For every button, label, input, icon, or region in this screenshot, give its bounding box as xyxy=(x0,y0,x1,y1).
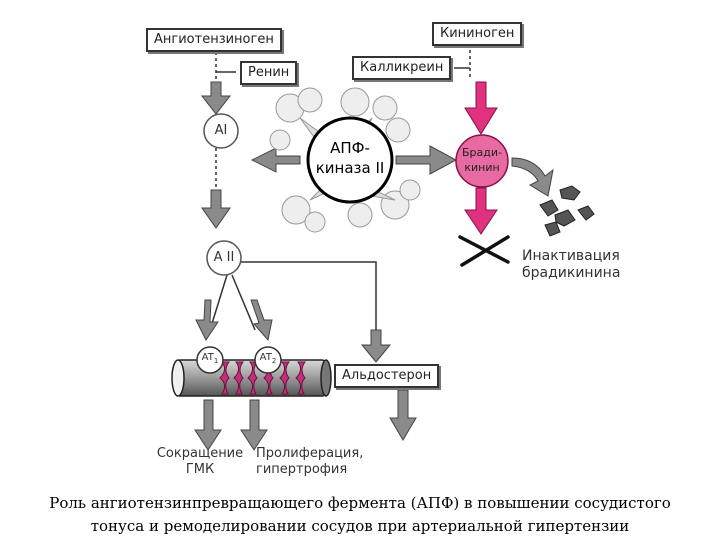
magenta-arrows xyxy=(464,81,498,235)
contraction-line2: ГМК xyxy=(185,462,215,477)
block-cross-icon xyxy=(458,235,510,267)
contraction-label: Сокращение ГМК xyxy=(150,446,250,478)
at1-circle xyxy=(196,346,224,374)
inactivation-line1: Инактивация xyxy=(522,248,620,264)
aldosterone-label: Альдостерон xyxy=(342,368,432,383)
ace-circle xyxy=(306,116,394,204)
proliferation-line1: Пролиферация, xyxy=(256,446,364,461)
arrow-a1-to-a2 xyxy=(201,189,231,229)
a2-label: A II xyxy=(213,250,235,265)
contraction-line1: Сокращение xyxy=(156,446,244,461)
kallikrein-box: Калликреин xyxy=(352,56,452,80)
at1-prefix: AT xyxy=(201,352,214,363)
arrow-to-bradykinin xyxy=(464,81,498,135)
at2-prefix: AT xyxy=(259,352,272,363)
at2-circle xyxy=(254,346,282,374)
arrow-to-at2 xyxy=(250,299,273,342)
fragments-icon xyxy=(539,185,595,237)
ace-label: АПФ- киназа II xyxy=(308,138,392,178)
inactivation-label: Инактивация брадикинина xyxy=(522,248,620,282)
renin-label: Ренин xyxy=(248,65,290,80)
angiotensinogen-box: Ангиотензиноген xyxy=(146,28,282,52)
figure-caption: Роль ангиотензинпревращающего фермента (… xyxy=(40,492,680,538)
ace-label-line1: АПФ- xyxy=(330,139,370,157)
vessel-illustration xyxy=(171,359,332,397)
renin-box: Ренин xyxy=(240,61,298,85)
at2-subscript: 2 xyxy=(271,357,277,365)
arrow-bradykinin-down xyxy=(464,187,498,235)
bradykinin-circle xyxy=(455,134,509,188)
aldosterone-box: Альдостерон xyxy=(334,364,440,388)
bradykinin-label: Бради- кинин xyxy=(458,145,506,175)
gray-arrows xyxy=(194,81,554,451)
kininogen-label: Кининоген xyxy=(440,26,515,41)
ace-cloud xyxy=(269,87,421,233)
angiotensinogen-label: Ангиотензиноген xyxy=(154,32,274,47)
proliferation-label: Пролиферация, гипертрофия xyxy=(256,446,363,478)
arrow-ace-right xyxy=(395,145,458,175)
arrow-ace-left xyxy=(250,147,301,173)
kininogen-box: Кининоген xyxy=(432,22,523,46)
at2-label: AT2 xyxy=(255,352,281,365)
arrow-to-a1 xyxy=(200,81,232,115)
inactivation-line2: брадикинина xyxy=(522,265,621,281)
arrow-bradykinin-to-inactivation xyxy=(511,157,554,197)
bradykinin-label-line1: Бради- xyxy=(462,146,502,159)
proliferation-line2: гипертрофия xyxy=(256,462,348,477)
caption-line1: Роль ангиотензинпревращающего фермента (… xyxy=(49,494,671,512)
caption-line2: тонуса и ремоделировании сосудов при арт… xyxy=(90,517,630,535)
connector-lines xyxy=(209,44,471,345)
arrow-to-at1 xyxy=(195,299,219,341)
a2-circle xyxy=(206,240,242,276)
a1-circle xyxy=(203,113,239,149)
a1-label: AI xyxy=(214,123,228,138)
arrow-to-aldosterone xyxy=(360,329,392,363)
at1-subscript: 1 xyxy=(213,357,219,365)
kallikrein-label: Калликреин xyxy=(360,60,444,75)
arrow-at2-down xyxy=(240,399,268,451)
bradykinin-label-line2: кинин xyxy=(464,161,500,174)
at1-label: AT1 xyxy=(197,352,223,365)
arrow-at1-down xyxy=(194,399,222,451)
ace-label-line2: киназа II xyxy=(315,159,385,177)
arrow-aldosterone-down xyxy=(389,389,417,441)
